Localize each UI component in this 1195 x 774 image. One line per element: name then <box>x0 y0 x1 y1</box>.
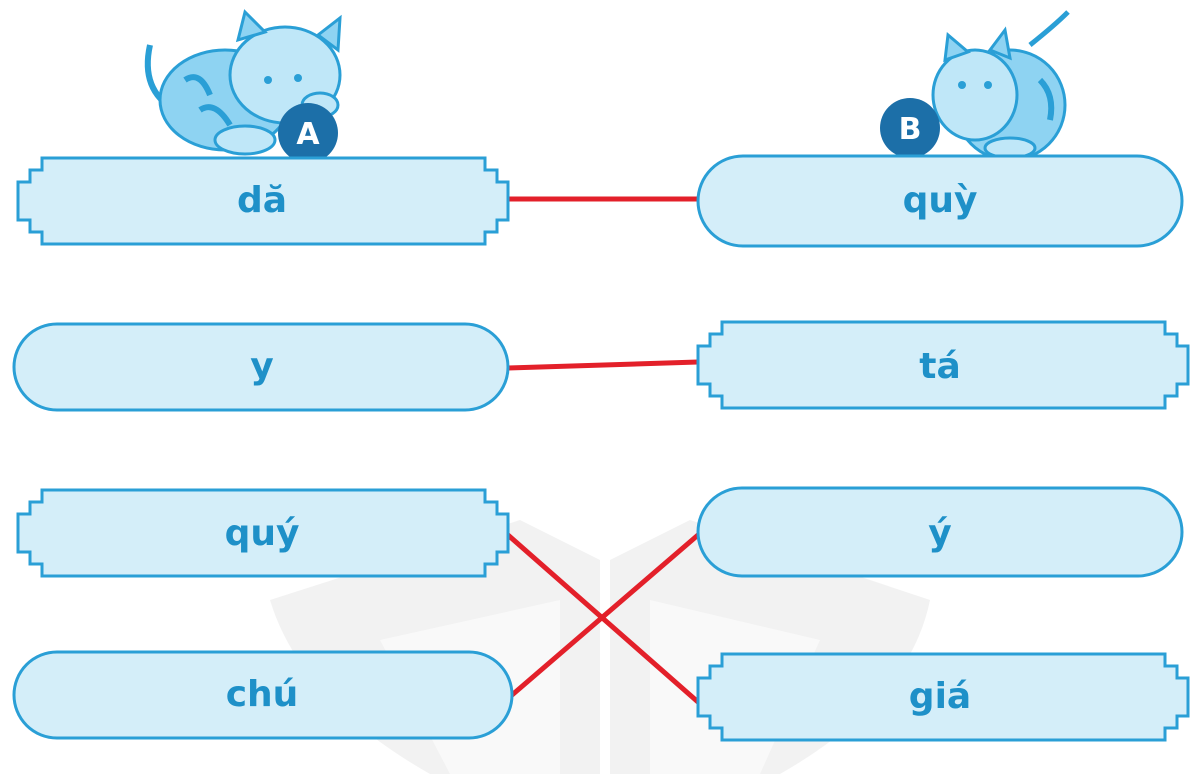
word-box-a3[interactable]: quý <box>16 488 510 578</box>
badge-b: B <box>880 98 940 158</box>
word-a2-label: y <box>250 346 273 387</box>
word-b4-label: giá <box>909 676 971 717</box>
word-box-b3[interactable]: ý <box>696 486 1184 578</box>
word-a3-label: quý <box>225 513 300 554</box>
word-b1-label: quỳ <box>903 180 978 221</box>
word-box-a1[interactable]: dă <box>16 156 510 246</box>
word-box-a2[interactable]: y <box>12 322 510 412</box>
match-lines <box>505 196 701 705</box>
badge-b-label: B <box>899 112 922 147</box>
word-b2-label: tá <box>919 346 961 387</box>
word-box-a4[interactable]: chú <box>12 650 514 740</box>
word-a1-label: dă <box>237 180 287 221</box>
word-b3-label: ý <box>928 513 951 554</box>
badge-a: A <box>278 103 338 163</box>
badge-a-label: A <box>296 117 320 152</box>
word-a4-label: chú <box>226 674 299 715</box>
cat-b-illustration <box>931 10 1070 162</box>
word-box-b2[interactable]: tá <box>696 320 1190 410</box>
cat-a-illustration <box>144 9 342 156</box>
match-line-y-ta <box>505 359 701 371</box>
match-line-chu-y <box>509 532 701 698</box>
word-box-b4[interactable]: giá <box>696 652 1190 742</box>
word-box-b1[interactable]: quỳ <box>696 154 1184 248</box>
